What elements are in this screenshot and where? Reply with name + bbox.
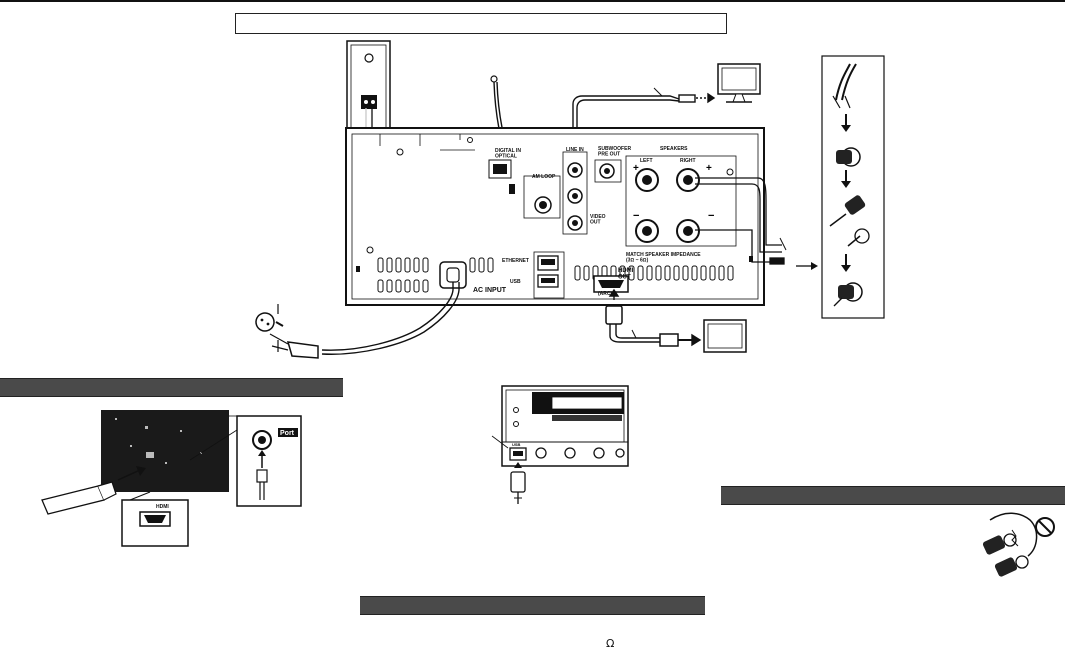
section-bar-left bbox=[0, 378, 343, 397]
hdmi-inset-label: HDMI bbox=[156, 504, 169, 510]
tv-monitor-hdmi bbox=[703, 319, 747, 353]
top-rule bbox=[0, 0, 1065, 2]
ethernet-label: ETHERNET bbox=[502, 258, 529, 264]
speaker-right-label: RIGHT bbox=[680, 158, 696, 164]
ac-power-cord bbox=[269, 282, 460, 359]
section-bar-center bbox=[360, 596, 705, 615]
svg-text:−: − bbox=[633, 210, 639, 222]
speaker-cable-right bbox=[695, 177, 787, 265]
speaker-cabinet bbox=[346, 40, 391, 134]
line-in-label: LINE IN bbox=[566, 147, 584, 153]
hdmi-cable bbox=[605, 288, 702, 347]
rear-panel: + + − − bbox=[345, 127, 765, 306]
speakers-label: SPEAKERS bbox=[660, 146, 688, 152]
speaker-wire-steps bbox=[821, 55, 885, 319]
title-box bbox=[235, 13, 727, 34]
video-cable bbox=[572, 87, 716, 225]
ac-input-label: AC INPUT bbox=[473, 287, 507, 294]
impedance-label: MATCH SPEAKER IMPEDANCE(3Ω ~ 6Ω) bbox=[626, 252, 701, 264]
inset-rear-closeup: HDMI Port bbox=[41, 410, 302, 547]
ohm-symbol: Ω bbox=[606, 637, 615, 650]
section-bar-right bbox=[721, 486, 1065, 505]
svg-text:+: + bbox=[706, 163, 712, 174]
inset-warning-terminals bbox=[982, 512, 1055, 577]
usb-inset-label: USB bbox=[512, 442, 521, 447]
wall-outlet bbox=[255, 304, 284, 352]
am-loop-label: AM LOOP bbox=[532, 174, 556, 180]
svg-text:−: − bbox=[708, 210, 714, 222]
usb-label: USB bbox=[510, 279, 521, 285]
speaker-left-label: LEFT bbox=[640, 158, 653, 164]
port-inset-label: Port bbox=[280, 430, 295, 437]
arrow-to-instructions bbox=[796, 262, 818, 270]
inset-front-usb: USB bbox=[491, 385, 629, 504]
svg-text:+: + bbox=[633, 163, 639, 174]
arc-label: (ARC) bbox=[598, 291, 612, 297]
tv-monitor bbox=[717, 63, 761, 103]
